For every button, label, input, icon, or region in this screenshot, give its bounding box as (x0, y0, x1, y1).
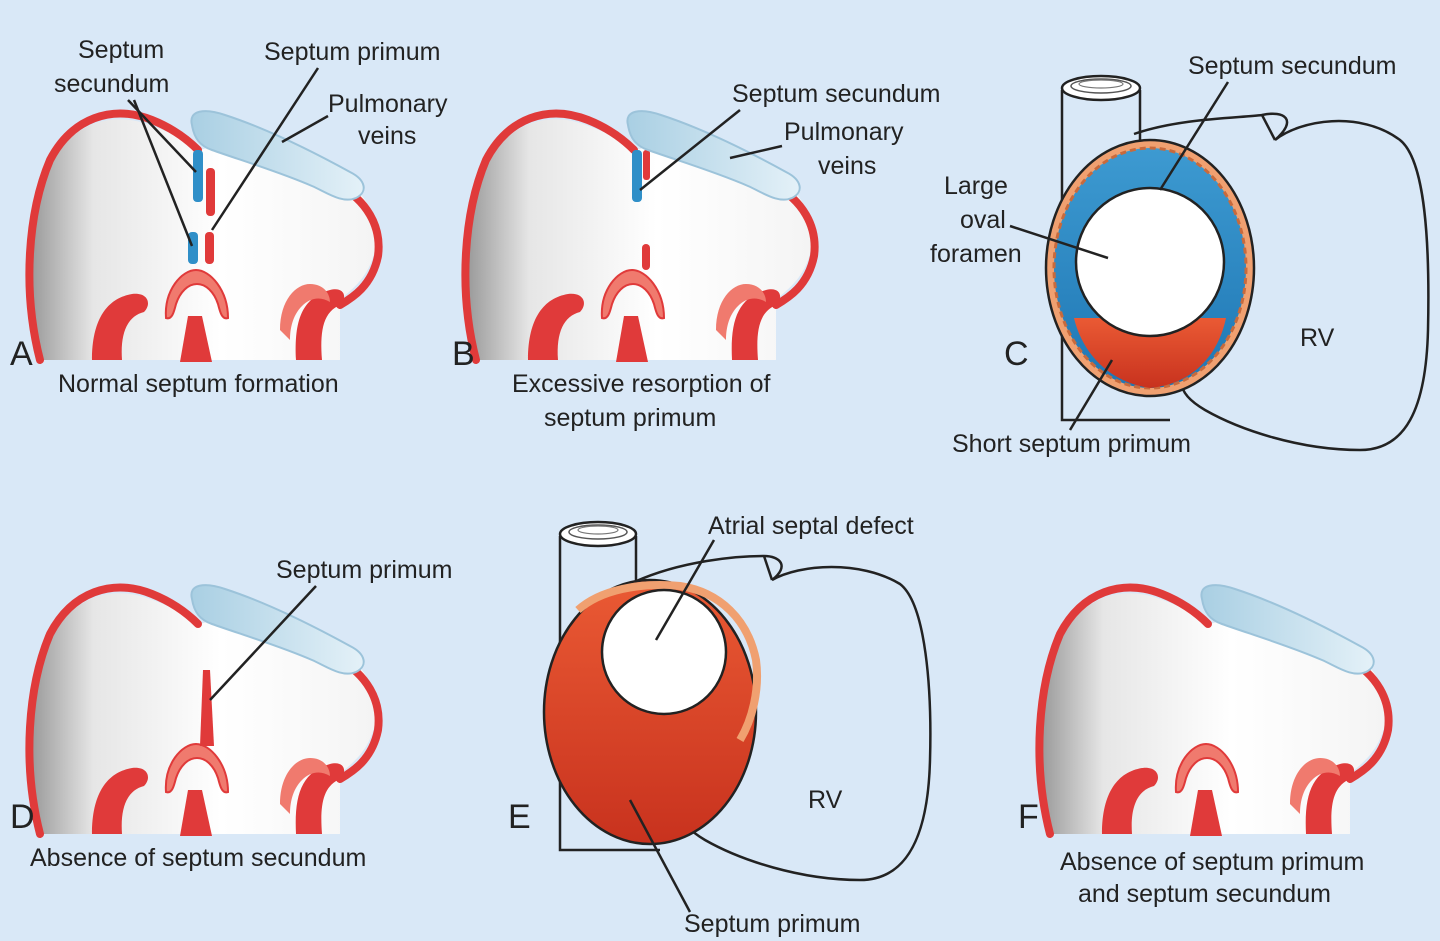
panel-e-leader-lines (628, 539, 716, 913)
panel-c: C Septum secundum Large oval foramen RV … (930, 52, 1430, 458)
panel-e: E Atrial septal defect RV Septum primum (508, 512, 932, 938)
label-a-septum-secundum-line-1: Septum (78, 36, 164, 64)
label-a-pulmonary-veins-line-2: veins (358, 122, 416, 150)
panel-f-heart (1035, 583, 1393, 838)
panel-d-letter: D (10, 798, 35, 836)
panel-d-caption-line-1: Absence of septum secundum (30, 844, 366, 872)
label-a-septum-secundum-line-2: secundum (54, 70, 169, 98)
label-c-foramen-line-3: foramen (930, 240, 1022, 268)
panel-b-heart (461, 109, 819, 364)
panel-e-letter: E (508, 798, 531, 836)
panel-f-caption-line-2: and septum secundum (1078, 880, 1331, 908)
panel-a-caption-line-1: Normal septum formation (58, 370, 339, 398)
panel-d-leader-lines (209, 585, 317, 701)
label-c-septum-secundum: Septum secundum (1188, 52, 1396, 80)
label-c-rv: RV (1300, 324, 1335, 352)
panel-b-caption-line-2: septum primum (544, 404, 716, 432)
panel-a: A Normal septum formation Septum secundu… (10, 36, 448, 398)
panel-c-leader-lines (1009, 81, 1230, 431)
label-e-atrial-septal-defect: Atrial septal defect (708, 512, 914, 540)
panel-e-atrial-septal-defect (600, 588, 728, 716)
panel-f-letter: F (1018, 798, 1039, 836)
panel-a-heart (25, 109, 383, 364)
label-b-septum-secundum: Septum secundum (732, 80, 940, 108)
panel-f-caption-line-1: Absence of septum primum (1060, 848, 1364, 876)
panel-d-heart (25, 583, 383, 838)
panel-b-letter: B (452, 335, 475, 373)
label-c-short-septum-primum: Short septum primum (952, 430, 1191, 458)
label-e-rv: RV (808, 786, 843, 814)
panel-d: D Absence of septum secundum Septum prim… (10, 556, 452, 872)
label-c-large-line-1: Large (944, 172, 1008, 200)
panel-c-oval-foramen (1074, 186, 1226, 338)
label-b-pulmonary-veins-line-1: Pulmonary (784, 118, 904, 146)
panel-c-letter: C (1004, 335, 1029, 373)
panel-b: B Excessive resorption of septum primum … (452, 80, 940, 432)
label-e-septum-primum: Septum primum (684, 910, 860, 938)
label-a-septum-primum: Septum primum (264, 38, 440, 66)
panel-b-leader-lines (639, 109, 783, 191)
label-d-septum-primum: Septum primum (276, 556, 452, 584)
label-a-pulmonary-veins-line-1: Pulmonary (328, 90, 448, 118)
label-b-pulmonary-veins-line-2: veins (818, 152, 876, 180)
panel-a-letter: A (10, 335, 33, 373)
label-c-oval-line-2: oval (960, 206, 1006, 234)
panel-b-caption-line-1: Excessive resorption of (512, 370, 771, 398)
panel-a-leader-lines (127, 67, 329, 247)
panel-f: F Absence of septum primum and septum se… (1018, 583, 1393, 908)
